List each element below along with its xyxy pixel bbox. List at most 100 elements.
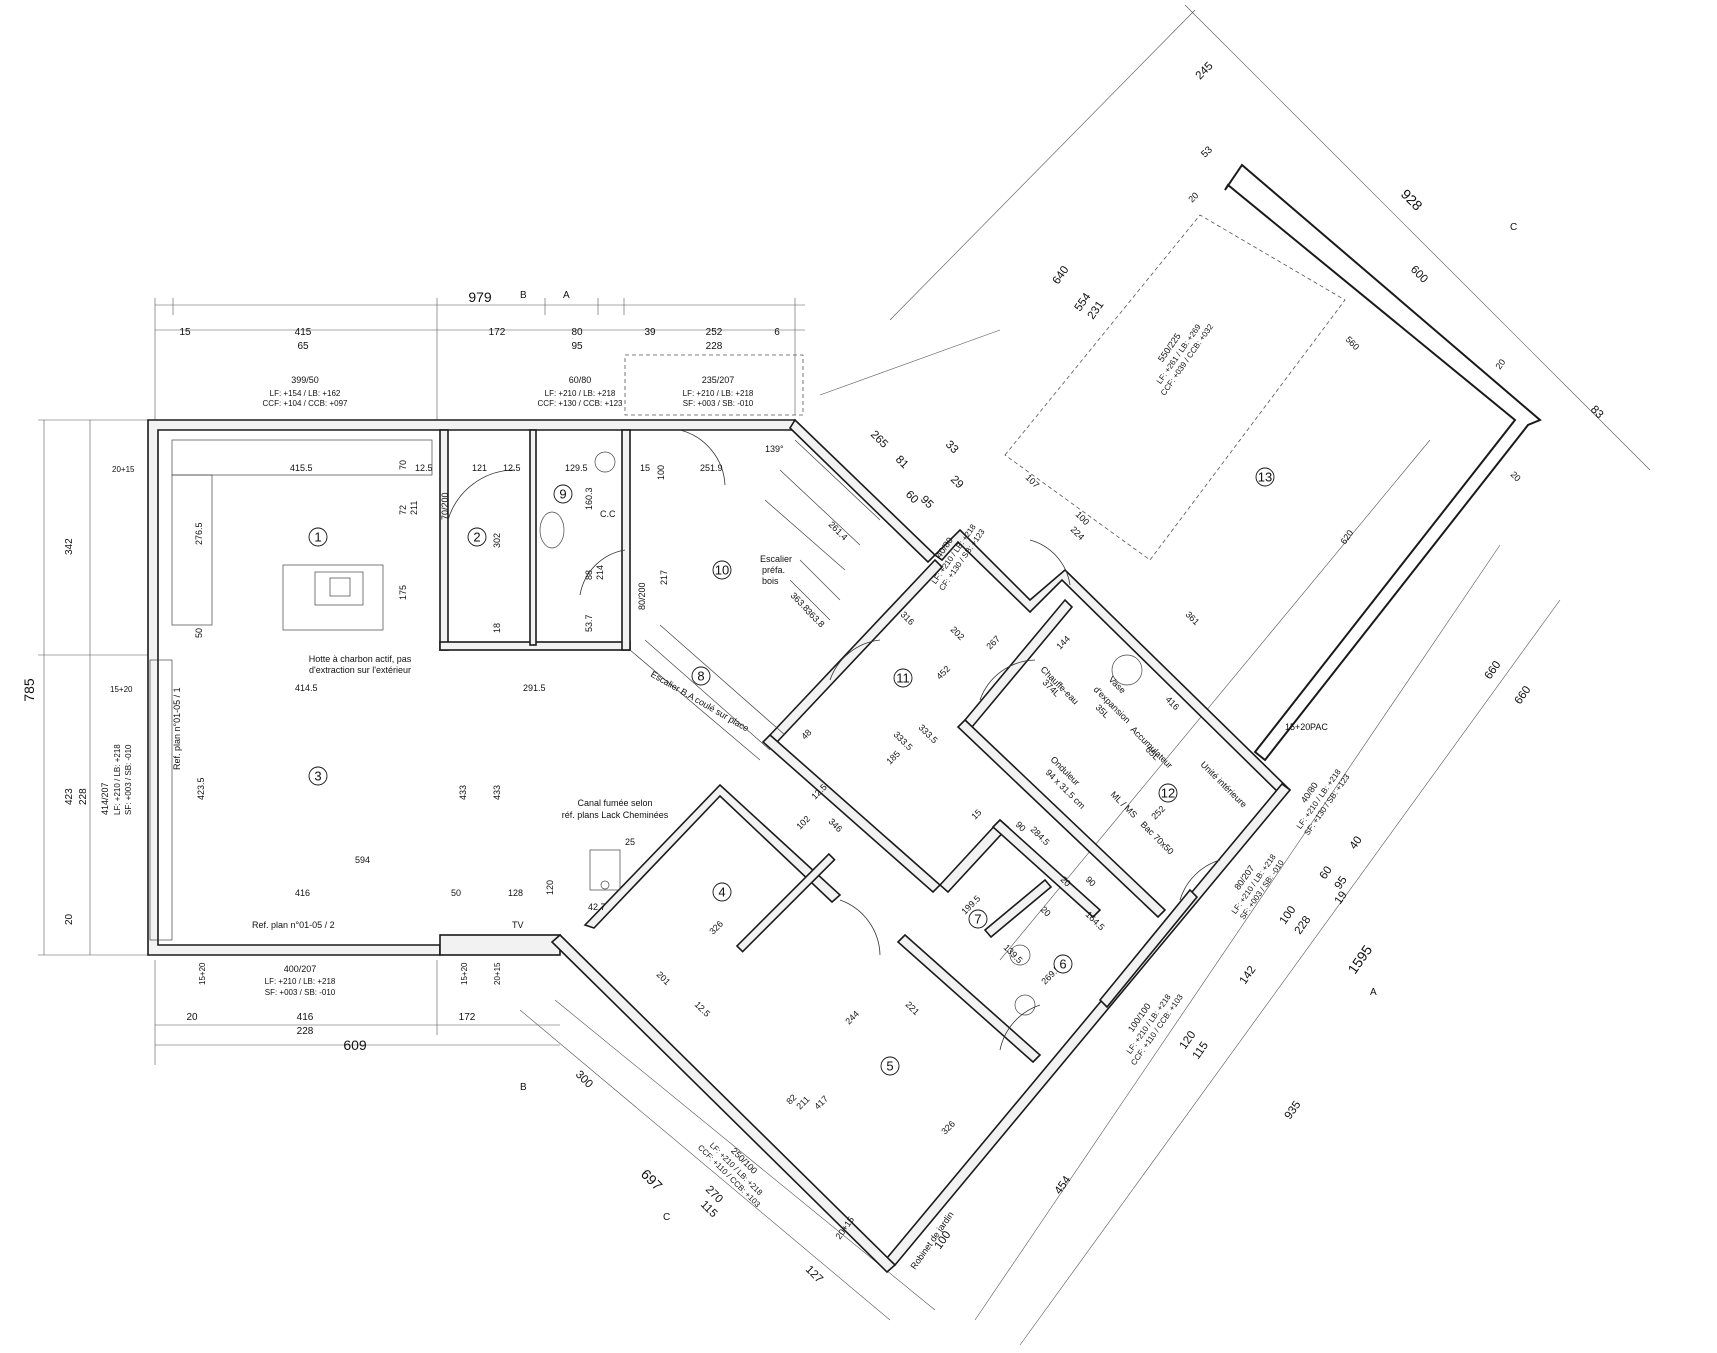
- dim-433a: 433: [458, 785, 468, 800]
- dim-267: 267: [984, 634, 1002, 652]
- dim-15: 15: [640, 463, 650, 473]
- dim-top-80: 80: [571, 327, 583, 338]
- sink-room6: [1009, 944, 1031, 966]
- dim-bottom-172: 172: [459, 1012, 476, 1023]
- wall-room12-left: [963, 598, 1074, 729]
- dim-18: 18: [492, 623, 502, 633]
- opening-top3-l2: SF: +003 / SB: -010: [683, 399, 754, 408]
- dim-83: 83: [1588, 404, 1606, 422]
- concrete-stair: [629, 624, 786, 761]
- door-room4: [839, 899, 881, 956]
- dim-top-252: 252: [706, 327, 723, 338]
- dim-433b: 433: [492, 785, 502, 800]
- dim-594: 594: [355, 855, 370, 865]
- dim-416: 416: [295, 888, 310, 898]
- dim-40: 40: [1348, 834, 1365, 851]
- chimney-flue: [600, 880, 610, 890]
- dim-60b: 60: [1318, 864, 1335, 881]
- dim-224: 224: [1069, 524, 1087, 542]
- dim-overall-top: 979: [468, 289, 492, 305]
- note-escalier-bois-3: bois: [762, 576, 779, 586]
- dim-416b: 416: [1164, 694, 1182, 712]
- dim-164-5: 164.5: [1084, 909, 1107, 932]
- opening-left-size: 414/207: [100, 782, 110, 815]
- terrace-wall: [1224, 163, 1542, 762]
- opening-bottom-l2: SF: +003 / SB: -010: [265, 988, 336, 997]
- door-room12: [979, 659, 1036, 701]
- door-exterior-se: [1179, 859, 1221, 901]
- dim-29: 29: [948, 474, 966, 492]
- expansion-vessel: [1111, 654, 1143, 686]
- dim-128: 128: [508, 888, 523, 898]
- dim-560: 560: [1344, 334, 1362, 352]
- exterior-wall-wing-sw: [550, 933, 897, 1274]
- dim-bottom-416: 416: [297, 1012, 314, 1023]
- svg-text:7: 7: [974, 912, 981, 927]
- washbasin: [594, 451, 616, 473]
- dim-251-9: 251.9: [700, 463, 723, 473]
- dim-overall-diag-1595: 1595: [1344, 942, 1375, 977]
- dim-228-diag: 228: [1293, 914, 1314, 937]
- dim-620: 620: [1338, 528, 1355, 546]
- note-escalier-bois-2: préfa.: [762, 565, 785, 575]
- opening-top1-l1: LF: +154 / LB: +162: [270, 389, 341, 398]
- dim-50: 50: [194, 628, 204, 638]
- dim-201: 201: [655, 969, 673, 987]
- dim-top-172: 172: [489, 327, 506, 338]
- dim-214: 214: [595, 565, 605, 580]
- wall-room2: [439, 429, 449, 651]
- wall-room11-bottom: [761, 733, 942, 894]
- dim-bottom-15-20b: 15+20: [460, 962, 469, 985]
- dim-88: 88: [584, 570, 594, 580]
- door-room11: [829, 639, 881, 681]
- opening-top2-l1: LF: +210 / LB: +218: [545, 389, 616, 398]
- dim-bottom-20-15: 20+15: [493, 962, 502, 985]
- dim-160-3: 160.3: [584, 487, 594, 510]
- note-canal-2: réf. plans Lack Cheminées: [562, 810, 669, 820]
- dim-316: 316: [899, 609, 917, 627]
- note-bac: Bac 70x50: [1139, 819, 1176, 856]
- toilet-room6: [1014, 994, 1036, 1016]
- room-numbers: 1 2 3 4 5 6 7 8 9 10 11 12 13: [308, 467, 1275, 1076]
- dim-left-15-20: 15+20: [110, 685, 133, 694]
- section-mark-b-top: B: [520, 290, 527, 301]
- plan-text: 979 785 609 1595 935 928 697 B A B C A C…: [21, 60, 1605, 1286]
- dim-20b: 20: [1039, 904, 1053, 918]
- dim-bottom-15-20a: 15+20: [198, 962, 207, 985]
- note-cc: C.C: [600, 509, 616, 519]
- dim-left-20: 20: [64, 913, 75, 925]
- dim-top-415: 415: [295, 327, 312, 338]
- note-ref-plan-2: Ref. plan n°01-05 / 2: [252, 920, 335, 930]
- room-number-10: 10: [712, 560, 732, 580]
- svg-text:8: 8: [697, 669, 704, 684]
- dim-81: 81: [893, 454, 911, 472]
- section-mark-a-right: A: [1370, 987, 1377, 998]
- dim-top-39: 39: [644, 327, 656, 338]
- kitchen-island: [282, 564, 384, 631]
- dim-185: 185: [884, 749, 902, 767]
- wall-room11-left: [768, 558, 944, 744]
- dim-452: 452: [934, 664, 952, 682]
- dim-20c-diag: 20: [1509, 469, 1523, 483]
- dim-left-342: 342: [64, 538, 75, 555]
- dim-top-95: 95: [571, 341, 583, 352]
- dim-100: 100: [656, 465, 666, 480]
- wooden-stair: [764, 439, 881, 621]
- terrace-canopy: [1004, 214, 1346, 561]
- dim-600: 600: [1408, 264, 1430, 286]
- svg-text:1: 1: [314, 530, 321, 545]
- dim-144: 144: [1054, 634, 1072, 652]
- wall-room6-right: [1098, 888, 1199, 1009]
- dim-60: 60: [903, 489, 921, 507]
- dim-127: 127: [803, 1264, 825, 1286]
- dim-left-228: 228: [78, 788, 89, 805]
- note-mlms: ML / MS: [1109, 789, 1140, 820]
- wall-room9-left: [529, 429, 537, 646]
- room-number-5: 5: [880, 1056, 900, 1076]
- kitchen-counter-top: [171, 439, 433, 476]
- note-hotte-2: d'extraction sur l'extérieur: [309, 665, 411, 675]
- dim-12-5b: 12.5: [503, 463, 521, 473]
- svg-text:4: 4: [718, 885, 725, 900]
- exterior-wall-wing-se: [885, 782, 1292, 1267]
- kitchen-cooktop: [314, 571, 364, 606]
